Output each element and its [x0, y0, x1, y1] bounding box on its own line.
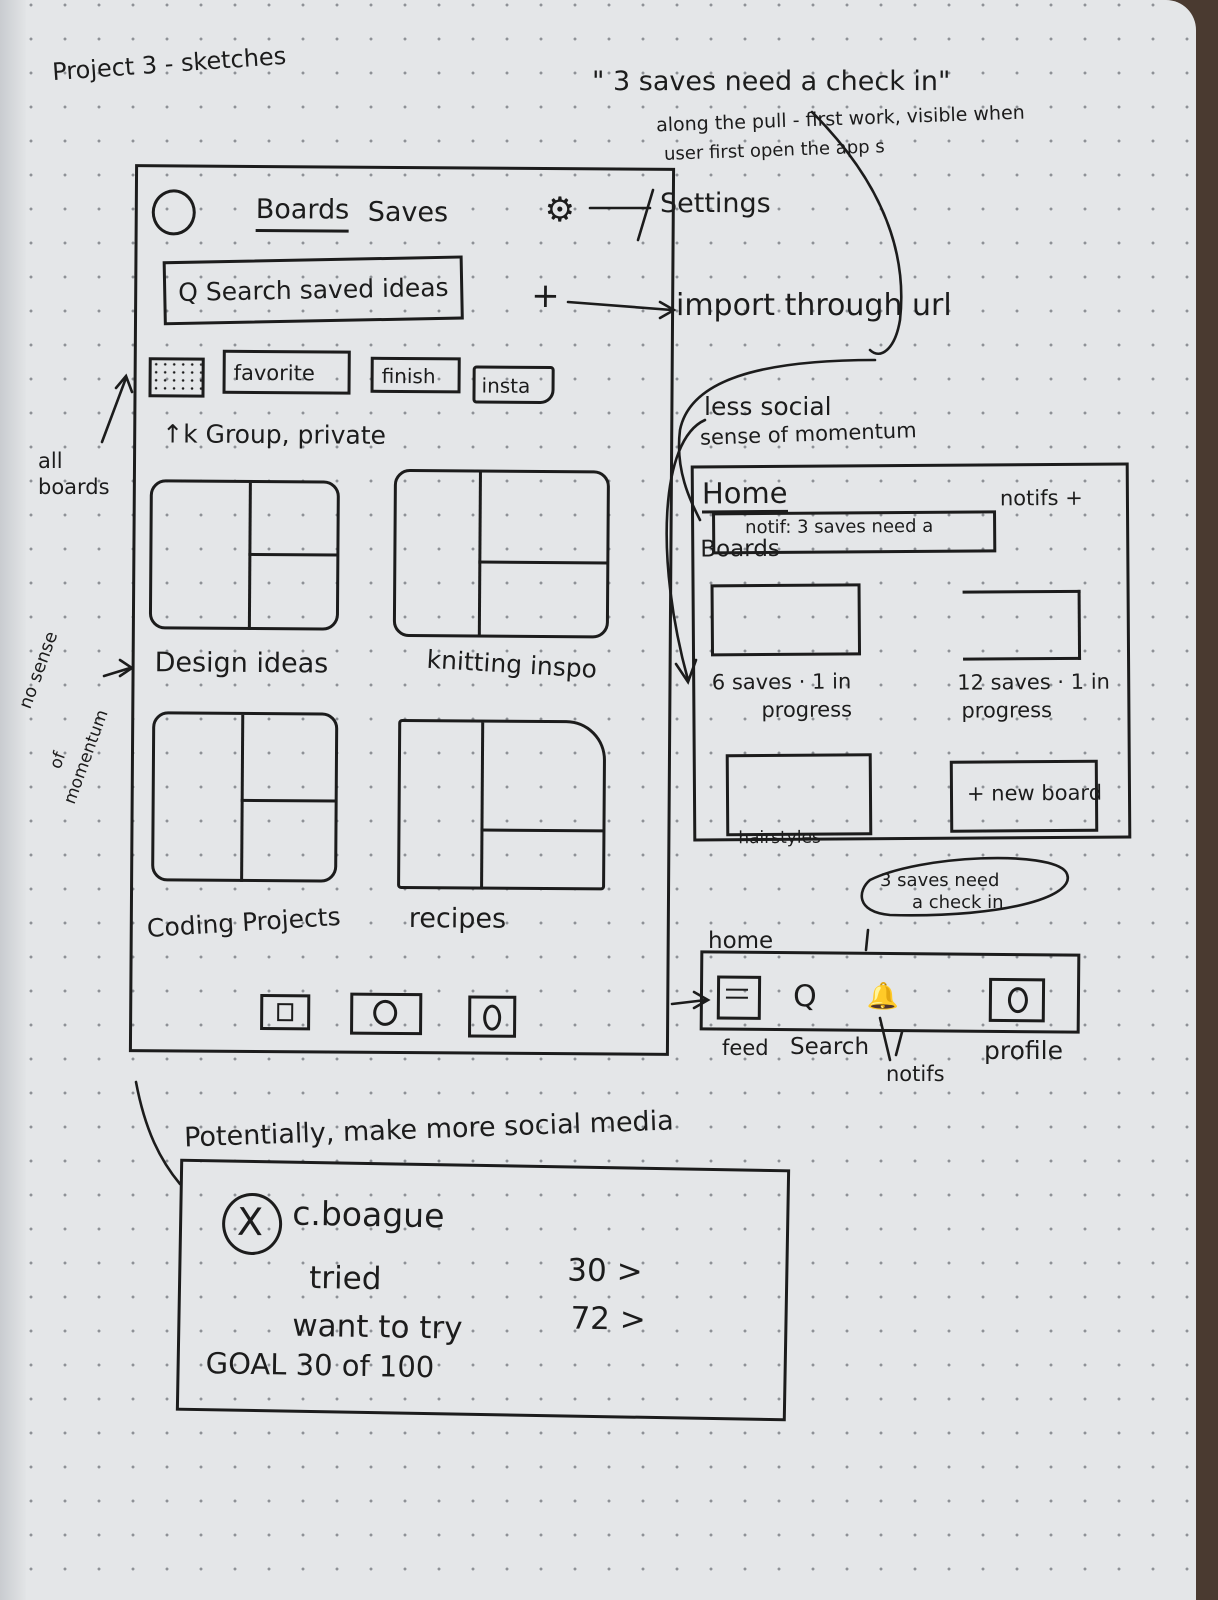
search-icon[interactable]	[350, 992, 423, 1036]
tab-boards[interactable]: Boards	[255, 193, 350, 233]
board-meta: hairstyles	[738, 827, 821, 849]
board-card[interactable]	[962, 589, 1082, 661]
goal-text: GOAL 30 of 100	[205, 1346, 435, 1385]
gear-icon[interactable]: ⚙	[544, 189, 576, 231]
grid-icon[interactable]	[716, 975, 762, 1020]
notebook-spine	[0, 0, 26, 1600]
board-meta: 6 saves · 1 in progress	[711, 669, 853, 723]
profile-arrow	[134, 1080, 182, 1186]
callout-bubble: 3 saves need a check in	[880, 870, 1004, 913]
settings-annotation: Settings	[660, 188, 771, 219]
group-private-label: ↑k Group, private	[162, 419, 387, 450]
stat-value[interactable]: 72 >	[570, 1300, 647, 1338]
profile-card: X c.boague tried 30 > want to try 72 > G…	[175, 1158, 791, 1422]
nav-label-search: Search	[790, 1034, 870, 1060]
board-label[interactable]: recipes	[408, 903, 507, 935]
search-placeholder: Q Search saved ideas	[177, 272, 449, 307]
nav-label-notifs: notifs	[886, 1062, 945, 1086]
board-card[interactable]	[151, 711, 339, 883]
home-label: home	[708, 928, 774, 954]
all-boards-arrow	[100, 376, 128, 444]
boards-label: Boards	[700, 535, 780, 563]
settings-tick	[636, 188, 655, 242]
navbar-arrow	[670, 998, 708, 1006]
circle-icon[interactable]	[151, 189, 196, 236]
all-boards-thumbnail[interactable]	[148, 357, 205, 398]
no-sense-arrow	[102, 666, 132, 678]
stat-value[interactable]: 30 >	[567, 1252, 643, 1290]
navbar-frame: Q 🔔	[699, 950, 1081, 1034]
notifs-button[interactable]: notifs +	[999, 485, 1083, 511]
board-card[interactable]	[392, 468, 610, 639]
board-card[interactable]	[148, 479, 340, 631]
import-annotation: import through url	[676, 288, 952, 323]
phone2-frame: Home notifs + notif: 3 saves need a Boar…	[690, 462, 1132, 848]
board-card[interactable]	[397, 718, 607, 891]
stat-label: want to try	[292, 1307, 463, 1347]
callout-bubble-outline	[860, 856, 1069, 917]
stat-label: tried	[308, 1259, 382, 1298]
tab-saves[interactable]: Saves	[367, 196, 449, 229]
profile-icon[interactable]	[468, 995, 517, 1038]
board-label[interactable]: knitting inspo	[425, 644, 598, 684]
profile-icon[interactable]	[988, 977, 1046, 1023]
less-social-annotation: less social	[704, 392, 832, 421]
all-boards-annotation: all boards	[38, 449, 110, 499]
note-quote: " 3 saves need a check in"	[592, 66, 951, 97]
board-meta: 12 saves · 1 in progress	[957, 669, 1110, 723]
new-board-button[interactable]: + new board	[949, 759, 1102, 833]
import-arrow	[566, 300, 674, 312]
board-card[interactable]	[710, 583, 862, 657]
add-button[interactable]: +	[531, 275, 560, 317]
home-title: Home	[701, 475, 788, 514]
phone1-frame: Boards Saves ⚙ Q Search saved ideas + fa…	[128, 164, 676, 1056]
filter-insta[interactable]: insta	[472, 365, 555, 405]
board-label[interactable]: Design ideas	[154, 647, 329, 680]
bell-icon[interactable]: 🔔	[866, 981, 900, 1013]
filter-finish[interactable]: finish	[370, 356, 461, 394]
board-label[interactable]: Coding Projects	[146, 901, 342, 943]
profile-handle: c.boague	[291, 1193, 445, 1236]
search-input[interactable]: Q Search saved ideas	[162, 255, 464, 326]
filter-favorite[interactable]: favorite	[222, 349, 351, 395]
grid-icon[interactable]	[260, 994, 311, 1031]
avatar[interactable]: X	[221, 1192, 283, 1256]
nav-label-feed: feed	[722, 1036, 769, 1060]
nav-label-profile: profile	[984, 1036, 1063, 1065]
search-icon[interactable]: Q	[792, 978, 817, 1014]
note-curve	[810, 110, 903, 356]
less-social-arrow	[665, 418, 707, 682]
board-card[interactable]	[725, 753, 873, 837]
